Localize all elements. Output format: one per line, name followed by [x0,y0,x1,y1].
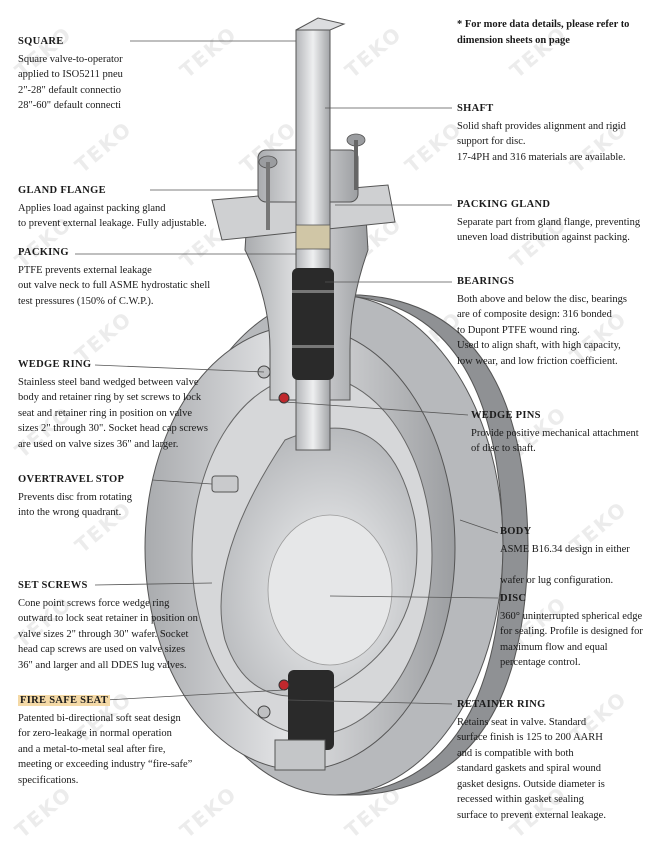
callout-title: DISC [500,593,527,604]
callout-title: PACKING [18,247,69,258]
callout-body: BODY ASME B16.34 design in either wafer … [500,524,648,588]
callout-title: OVERTRAVEL STOP [18,474,125,485]
wedge-ring-red-bottom [278,679,290,691]
callout-title: WEDGE PINS [471,410,541,421]
upper-bearing [292,268,334,380]
callout-title: SHAFT [457,103,494,114]
callout-title-highlighted: FIRE SAFE SEAT [18,695,111,706]
lower-bearing [288,670,334,750]
callout-gland-flange: GLAND FLANGE Applies load against packin… [18,183,228,232]
callout-text: 360° uninterrupted spherical edge for se… [500,610,643,669]
callout-title: SQUARE [18,36,64,47]
callout-title: WEDGE RING [18,359,92,370]
callout-text: Retains seat in valve. Standard surface … [457,716,606,821]
wedge-ring-red-top [278,392,290,404]
callout-text: Applies load against packing gland to pr… [18,202,207,230]
callout-shaft: SHAFT Solid shaft provides alignment and… [457,101,647,165]
callout-square: SQUARE Square valve-to-operator applied … [18,34,133,114]
callout-text: ASME B16.34 design in either wafer or lu… [500,543,630,586]
callout-title: PACKING GLAND [457,199,551,210]
callout-title: BODY [500,526,532,537]
callout-wedge-pins: WEDGE PINS Provide positive mechanical a… [471,408,649,457]
overtravel-stop [211,475,239,493]
callout-packing-gland: PACKING GLAND Separate part from gland f… [457,197,647,246]
callout-title: SET SCREWS [18,580,88,591]
callout-fire-safe-seat: FIRE SAFE SEAT Patented bi-directional s… [18,693,228,788]
callout-title: BEARINGS [457,276,515,287]
callout-overtravel-stop: OVERTRAVEL STOP Prevents disc from rotat… [18,472,168,521]
callout-text: PTFE prevents external leakage out valve… [18,264,211,307]
set-screw-bottom [257,705,271,719]
lower-body-stub [274,739,326,771]
shaft-square-top [295,17,346,31]
callout-text: Cone point screws force wedge ring outwa… [18,597,198,671]
callout-title: RETAINER RING [457,699,546,710]
callout-text: Stainless steel band wedged between valv… [18,376,208,450]
body-side [334,294,529,796]
dimension-note: * For more data details, please refer to… [457,19,630,46]
callout-retainer-ring: RETAINER RING Retains seat in valve. Sta… [457,697,647,823]
callout-text: Solid shaft provides alignment and rigid… [457,120,626,163]
callout-title: GLAND FLANGE [18,185,106,196]
disc-center [267,514,393,666]
callout-set-screws: SET SCREWS Cone point screws force wedge… [18,578,223,673]
callout-text: Separate part from gland flange, prevent… [457,216,641,244]
packing-rings [295,224,331,250]
callout-packing: PACKING PTFE prevents external leakage o… [18,245,238,309]
callout-disc: DISC 360° uninterrupted spherical edge f… [500,591,648,671]
callout-text: Provide positive mechanical attachment o… [471,427,639,455]
callout-text: Patented bi-directional soft seat design… [18,712,193,786]
callout-text: Both above and below the disc, bearings … [457,293,627,367]
callout-text: Square valve-to-operator applied to ISO5… [18,53,123,112]
callout-wedge-ring: WEDGE RING Stainless steel band wedged b… [18,357,238,452]
callout-bearings: BEARINGS Both above and below the disc, … [457,274,647,369]
callout-text: Prevents disc from rotating into the wro… [18,491,133,519]
